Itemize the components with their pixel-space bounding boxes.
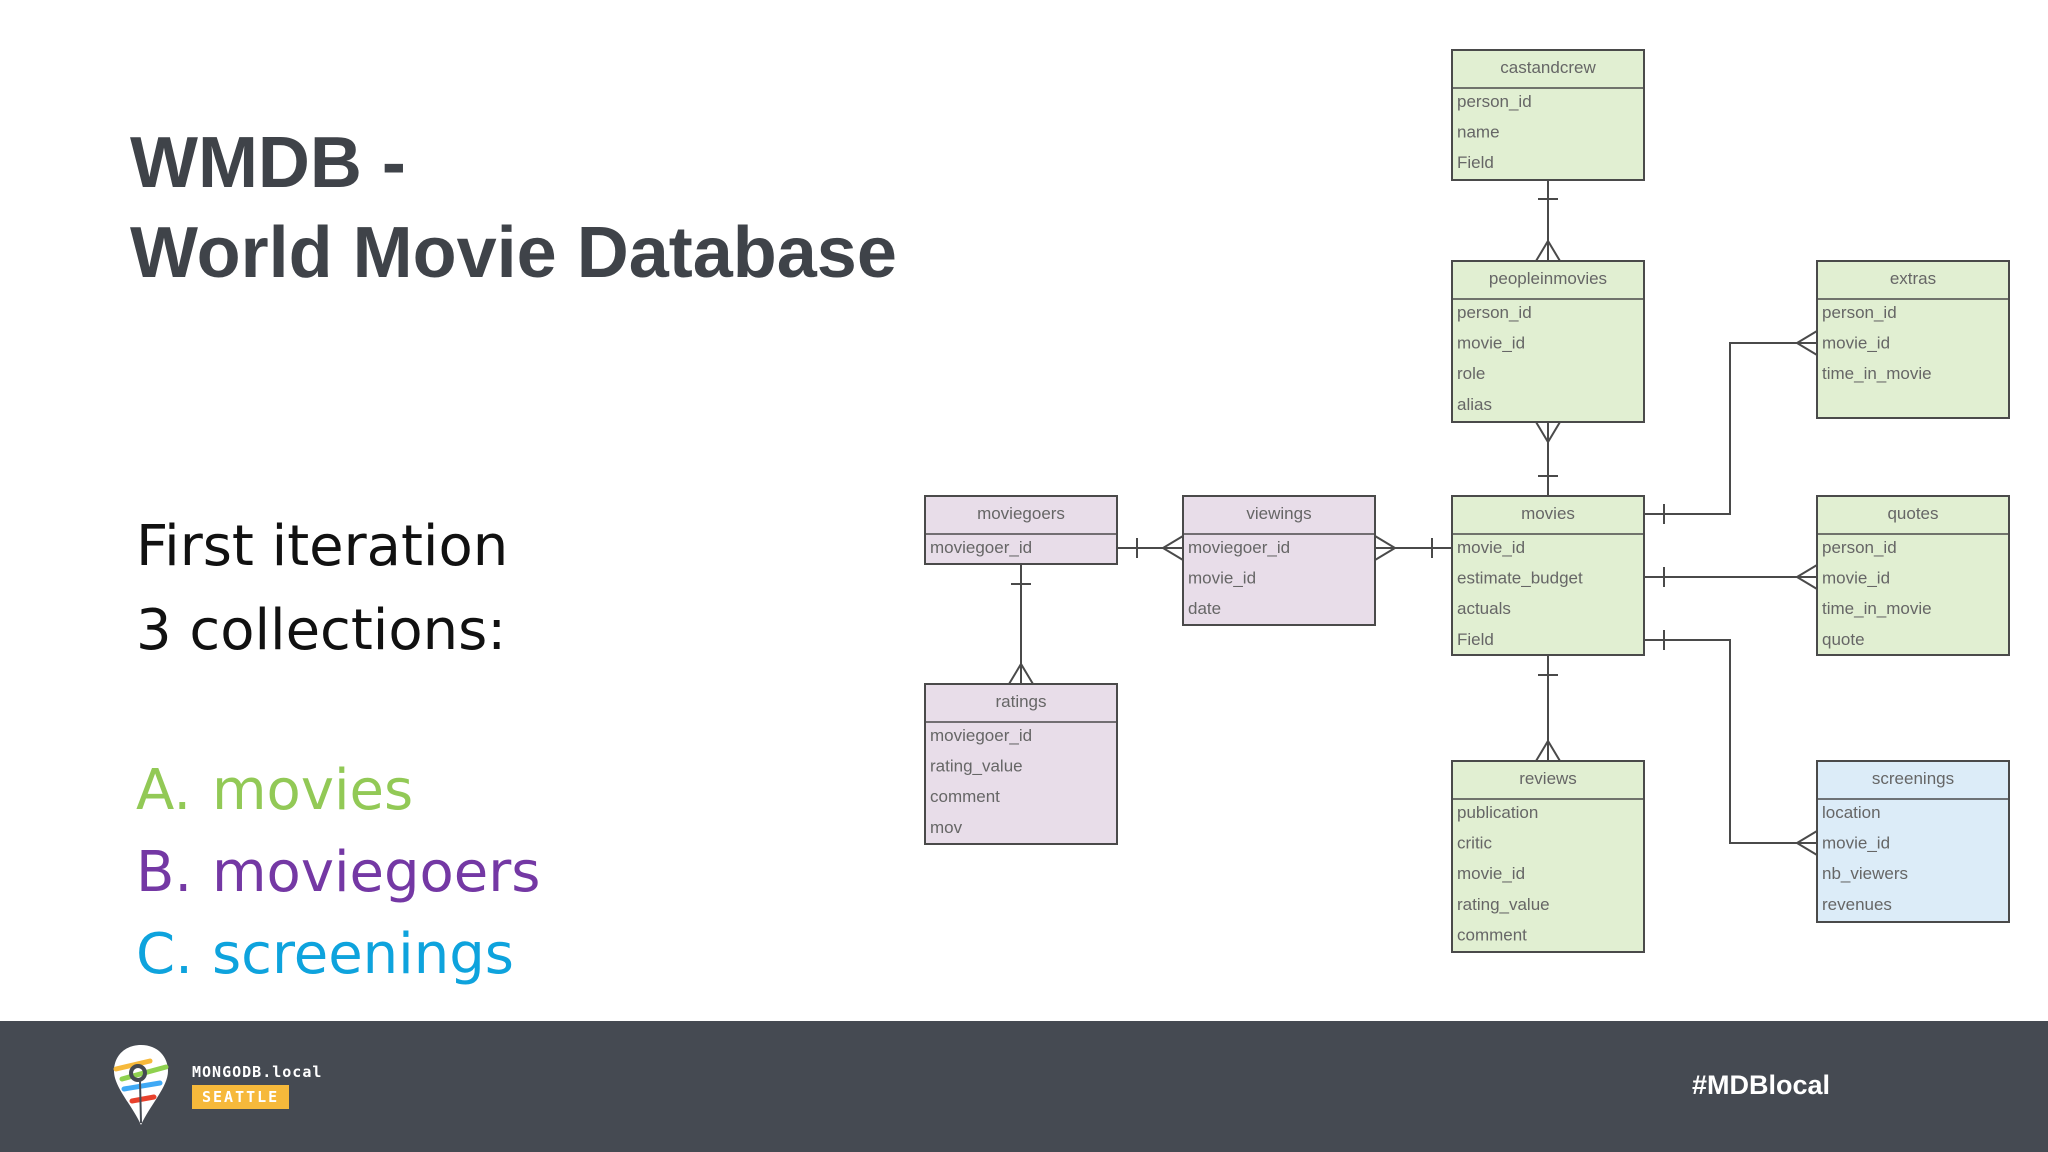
entity-screenings: screenings location movie_id nb_viewersreve… [1816, 760, 2010, 923]
entity-name: quotes [1887, 504, 1938, 523]
subtitle-line-1: First iteration [136, 514, 509, 579]
entity-box [924, 495, 1118, 565]
cardinality-many-mark [1535, 739, 1561, 762]
option-label: moviegoers [212, 840, 541, 905]
entity-field: Field [1457, 153, 1494, 172]
entity-name: extras [1890, 269, 1936, 288]
entity-field: estimate_budget [1457, 569, 1583, 588]
entity-field: revenues [1822, 895, 1892, 914]
entity-field: time_in_movie [1822, 364, 1932, 383]
option-label: screenings [212, 922, 514, 987]
relationship-lines [1008, 180, 1818, 856]
entity-name: screenings [1872, 769, 1954, 788]
entity-box [1816, 495, 2010, 656]
entity-name: castandcrew [1500, 58, 1596, 77]
entity-extras: extras person_id movie_id time_in_movie [1816, 260, 2010, 419]
entity-field: moviegoer_id [930, 538, 1032, 557]
entity-field: alias [1457, 395, 1492, 414]
entity-moviegoers: moviegoers moviegoer_id [924, 495, 1118, 565]
title-line-1: WMDB - [130, 123, 406, 203]
entity-box [1451, 260, 1645, 423]
entity-field: movie_id [1822, 569, 1890, 588]
title-line-2: World Movie Database [130, 213, 897, 293]
entity-box [1451, 495, 1645, 656]
entity-field: movie_id [1457, 538, 1525, 557]
entity-field: critic [1457, 834, 1492, 853]
relationship-movies-screenings [1644, 639, 1817, 844]
er-diagram: castandcrewperson_idnameFieldpeopleinmov… [924, 49, 2010, 953]
entity-field: name [1457, 123, 1500, 142]
entity-field: movie_id [1457, 334, 1525, 353]
event-city-badge: SEATTLE [192, 1085, 290, 1109]
entity-field: moviegoer_id [930, 726, 1032, 745]
entity-field: movie_id [1822, 334, 1890, 353]
entity-field: publication [1457, 803, 1538, 822]
entity-name: peopleinmovies [1489, 269, 1607, 288]
entity-field: nb_viewers [1822, 864, 1908, 883]
option-screenings: C. screenings [136, 914, 540, 996]
entity-field: rating_value [930, 757, 1023, 776]
relationship-movies-extras [1644, 342, 1817, 515]
footer-bar: MONGODB.local SEATTLE #MDBlocal [0, 1021, 2048, 1152]
entity-box [1816, 760, 2010, 923]
entity-box [1182, 495, 1376, 626]
cardinality-many-mark [1795, 564, 1818, 590]
cardinality-many-mark [1795, 330, 1818, 356]
cardinality-many-mark [1161, 535, 1184, 561]
cardinality-many-mark [1535, 421, 1561, 444]
subtitle-line-2: 3 collections: [136, 598, 507, 663]
entity-name: movies [1521, 504, 1575, 523]
slide-subtitle: First iteration 3 collections: [136, 505, 508, 673]
entity-name: ratings [995, 692, 1046, 711]
entity-field: quote [1822, 630, 1865, 649]
entity-name: viewings [1246, 504, 1311, 523]
option-moviegoers: B. moviegoers [136, 832, 540, 914]
entity-field: movie_id [1188, 569, 1256, 588]
entity-field: actuals [1457, 599, 1511, 618]
option-letter: C. [136, 922, 193, 987]
option-movies: A. movies [136, 750, 540, 832]
entity-box [1816, 260, 2010, 419]
collections-list: A. movies B. moviegoers C. screenings [136, 750, 540, 996]
entity-field: Field [1457, 630, 1494, 649]
entity-field: comment [930, 787, 1000, 806]
entity-field: person_id [1822, 538, 1897, 557]
entity-movies: movies movie_id estimate_budgetactualsFiel… [1451, 495, 1645, 656]
entity-name: reviews [1519, 769, 1577, 788]
entity-field: rating_value [1457, 895, 1550, 914]
option-letter: B. [136, 840, 193, 905]
entity-field: movie_id [1822, 834, 1890, 853]
entity-box [924, 683, 1118, 845]
option-letter: A. [136, 758, 192, 823]
entity-box [1451, 49, 1645, 181]
entity-box [1451, 760, 1645, 953]
cardinality-many-mark [1008, 662, 1034, 685]
entity-quotes: quotes person_id movie_id time_in_moviequot… [1816, 495, 2010, 656]
mongodb-local-logo-icon [113, 1045, 169, 1125]
event-brand: MONGODB.local [192, 1063, 323, 1081]
cardinality-many-mark [1795, 830, 1818, 856]
entity-field: person_id [1457, 303, 1532, 322]
entity-field: moviegoer_id [1188, 538, 1290, 557]
entity-field: time_in_movie [1822, 599, 1932, 618]
entity-field: person_id [1822, 303, 1897, 322]
option-label: movies [212, 758, 414, 823]
entity-name: moviegoers [977, 504, 1065, 523]
slide-title: WMDB - World Movie Database [130, 118, 897, 298]
entity-field: movie_id [1457, 864, 1525, 883]
entity-field: date [1188, 599, 1221, 618]
entity-field: role [1457, 364, 1485, 383]
cardinality-many-mark [1535, 239, 1561, 262]
entity-field: comment [1457, 925, 1527, 944]
entity-field: mov [930, 818, 963, 837]
cardinality-many-mark [1374, 535, 1397, 561]
entity-field: location [1822, 803, 1881, 822]
entity-reviews: reviews publication critic movie_id rating_v… [1451, 760, 1645, 953]
event-hashtag: #MDBlocal [1691, 1070, 1830, 1100]
entity-field: person_id [1457, 92, 1532, 111]
